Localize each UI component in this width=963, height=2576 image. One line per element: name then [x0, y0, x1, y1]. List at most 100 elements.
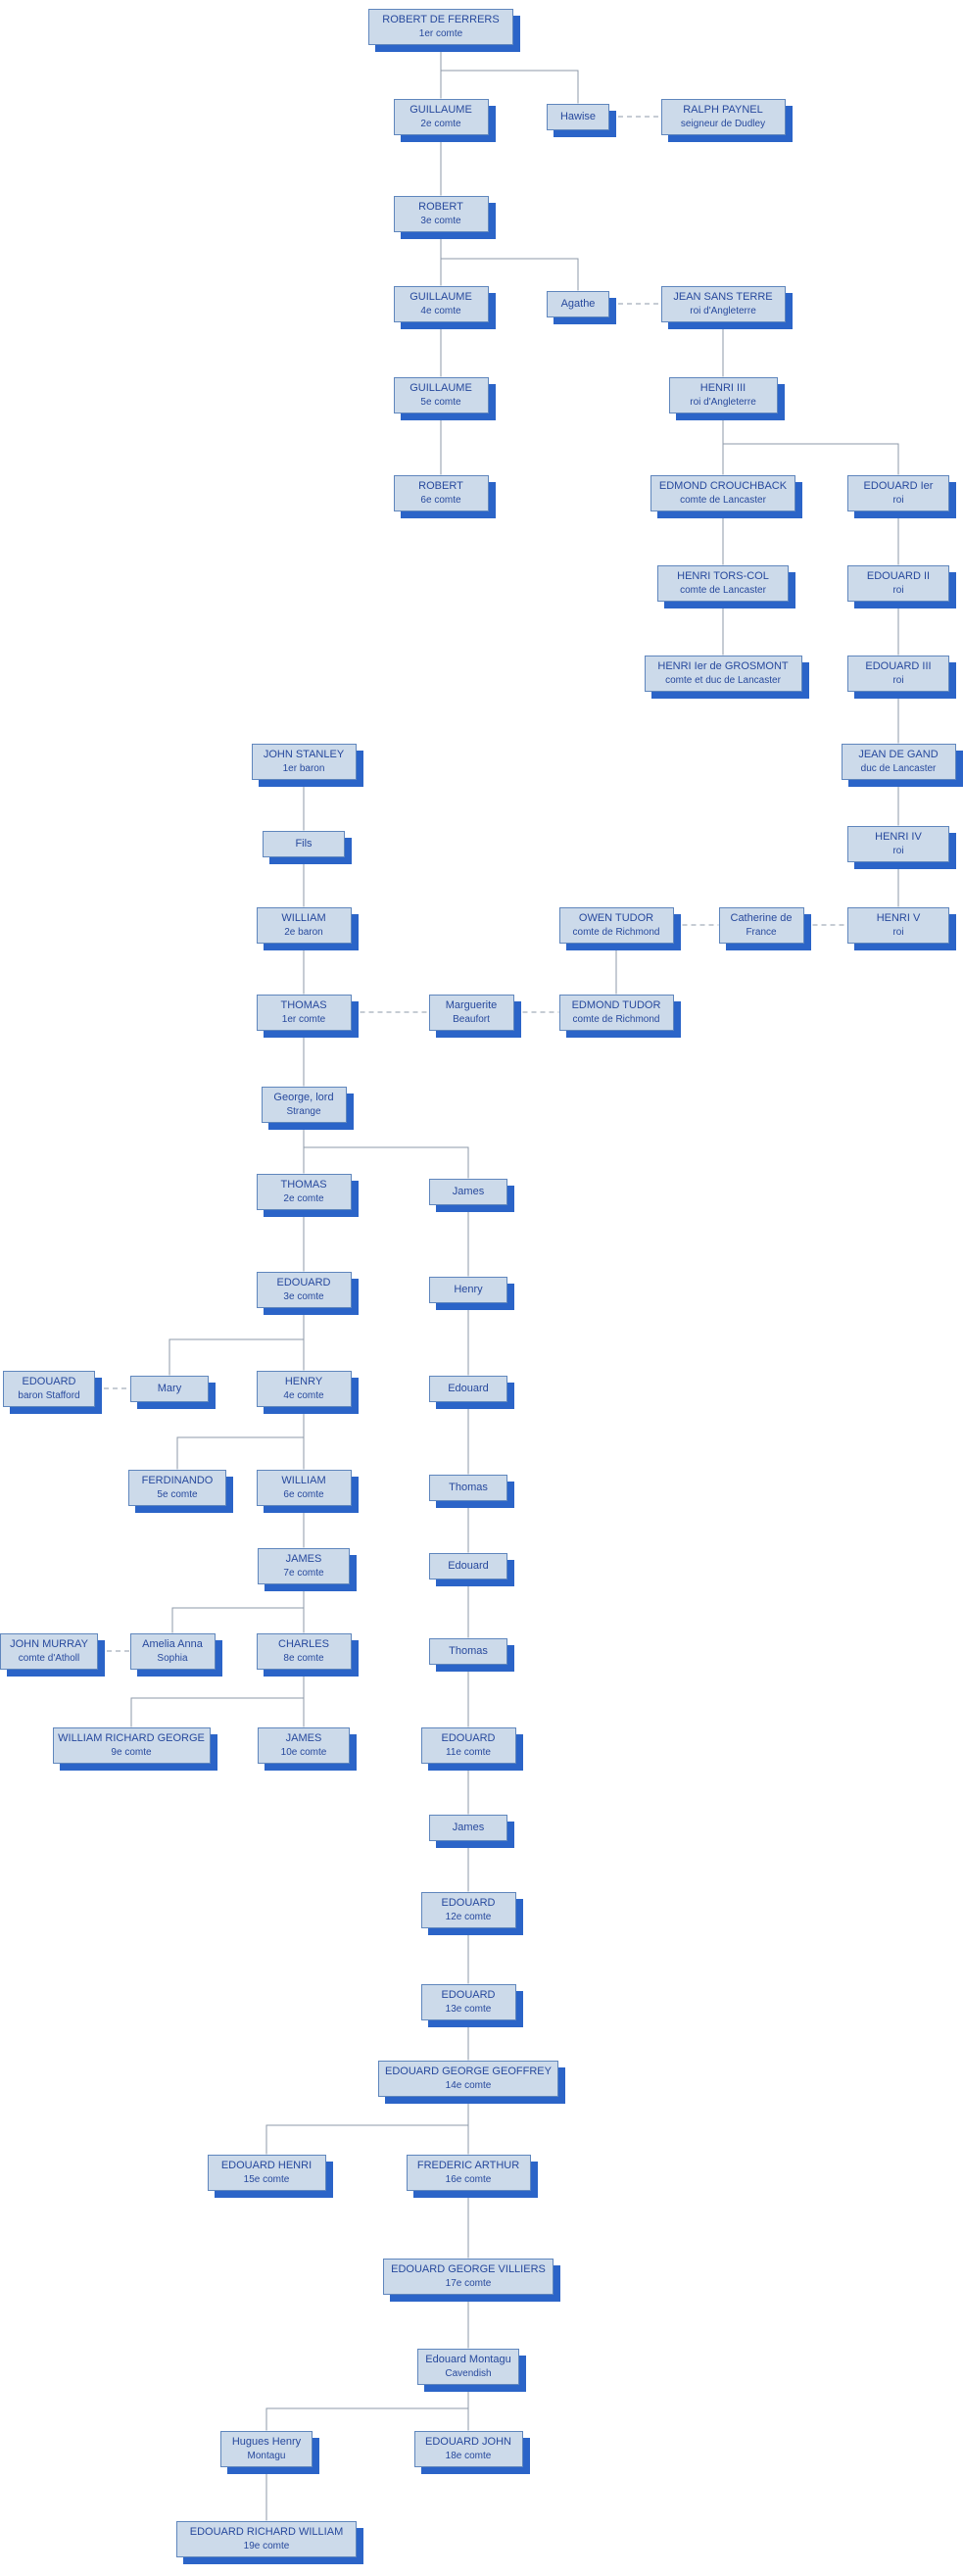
person-node-edouard_i: Edouard: [429, 1375, 507, 1402]
person-name: James: [452, 1821, 485, 1833]
person-title: 17e comte: [445, 2277, 492, 2289]
person-name: GUILLAUME: [409, 291, 472, 304]
person-name: JEAN DE GAND: [858, 749, 939, 761]
person-name: HENRI V: [876, 912, 921, 925]
descent-line: [440, 44, 579, 104]
person-title: Cavendish: [445, 2367, 492, 2379]
person-name: ROBERT: [418, 480, 463, 493]
person-title: roi: [892, 494, 904, 506]
person-name: Thomas: [449, 1644, 488, 1657]
person-name: EDOUARD: [441, 1897, 496, 1910]
person-name: FERDINANDO: [141, 1475, 214, 1487]
person-title: Montagu: [247, 2450, 286, 2461]
person-name: Hugues Henry: [231, 2436, 302, 2449]
descent-line: [171, 1583, 305, 1633]
descent-line: [303, 1122, 469, 1179]
person-name: EDOUARD HENRI: [220, 2160, 313, 2172]
person-name: HENRI Ier de GROSMONT: [657, 660, 789, 673]
person-title: comte et duc de Lancaster: [665, 674, 781, 686]
person-title: 1er comte: [281, 1013, 326, 1025]
person-title: 11e comte: [446, 1746, 491, 1758]
person-name: James: [452, 1185, 485, 1197]
person-name: FREDERIC ARTHUR: [416, 2160, 520, 2172]
descent-line: [176, 1406, 305, 1470]
person-title: roi d'Angleterre: [690, 396, 756, 408]
person-title: 18e comte: [445, 2450, 492, 2461]
person-name: WILLIAM RICHARD GEORGE: [58, 1732, 205, 1745]
person-node-agathe: Agathe: [547, 290, 609, 317]
person-title: 4e comte: [283, 1389, 324, 1401]
person-title: 2e comte: [283, 1192, 324, 1204]
person-name: Mary: [157, 1382, 182, 1394]
person-name: Henry: [454, 1283, 483, 1295]
person-title: 10e comte: [280, 1746, 327, 1758]
person-name: Edouard: [448, 1559, 489, 1572]
person-name: Fils: [295, 837, 313, 850]
person-name: EDOUARD II: [866, 570, 931, 583]
person-title: 2e baron: [284, 926, 323, 938]
person-name: RALPH PAYNEL: [683, 104, 763, 117]
person-title: 5e comte: [157, 1488, 198, 1500]
person-title: 1er baron: [282, 762, 325, 774]
person-node-edouard_ii: Edouard: [429, 1552, 507, 1580]
person-name: ROBERT DE FERRERS: [382, 14, 500, 26]
person-title: 7e comte: [283, 1567, 324, 1579]
person-node-james_i: James: [429, 1178, 507, 1205]
person-name: HENRI TORS-COL: [677, 570, 769, 583]
person-name: EDOUARD RICHARD WILLIAM: [189, 2526, 344, 2539]
person-name: JOHN STANLEY: [263, 749, 345, 761]
person-title: 6e comte: [283, 1488, 324, 1500]
person-title: baron Stafford: [18, 1389, 80, 1401]
person-title: France: [746, 926, 777, 938]
person-name: THOMAS: [280, 999, 327, 1012]
person-node-thomas_ii: Thomas: [429, 1637, 507, 1665]
person-name: Agathe: [560, 297, 596, 310]
descent-line: [722, 413, 899, 475]
person-title: 6e comte: [420, 494, 461, 506]
person-name: George, lord: [273, 1092, 334, 1104]
person-title: 14e comte: [445, 2079, 492, 2091]
person-name: Thomas: [449, 1481, 488, 1493]
person-name: WILLIAM: [281, 912, 326, 925]
person-name: WILLIAM: [281, 1475, 326, 1487]
person-name: Edouard: [448, 1382, 489, 1394]
person-name: OWEN TUDOR: [578, 912, 654, 925]
person-name: JAMES: [285, 1553, 322, 1566]
person-title: 9e comte: [111, 1746, 152, 1758]
person-name: THOMAS: [280, 1179, 327, 1191]
person-name: EDMOND TUDOR: [571, 999, 661, 1012]
person-title: 3e comte: [283, 1290, 324, 1302]
person-title: Beaufort: [453, 1013, 490, 1025]
person-title: comte de Lancaster: [680, 584, 766, 596]
